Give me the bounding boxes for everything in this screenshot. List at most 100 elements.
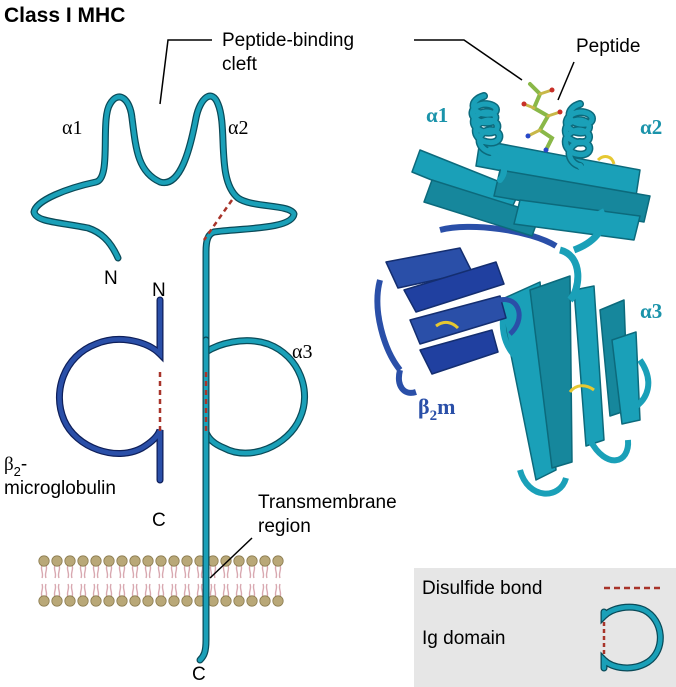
lipid-head [64,595,76,607]
transmembrane-label-line1: Transmembrane [258,492,397,513]
lipid-tail [200,583,204,598]
lipid-head [246,555,258,567]
lipid-tail [57,583,61,598]
lipid-head [38,555,50,567]
lipid-tail [135,583,139,598]
lipid-tail [200,564,204,579]
lipid-tail [170,583,174,598]
lipid-head [90,595,102,607]
lipid-tail [79,564,83,579]
structure-alpha1-label: α1 [426,103,448,127]
heavy-chain-schematic [30,92,309,664]
legend: Disulfide bond Ig domain [414,568,676,687]
lipid-bilayer [38,555,284,607]
cleft-leader-line [159,39,212,105]
lipid-tail [222,583,226,598]
lipid-tail [148,564,152,579]
lipid-tail [248,583,252,598]
lipid-tail [144,583,148,598]
structure-b2m-label: β2m [418,394,455,424]
transmembrane-leader-line [209,537,253,579]
lipid-tail [170,564,174,579]
lipid-tail [44,564,48,579]
lipid-tail [239,583,243,598]
lipid-head [142,555,154,567]
lipid-head [272,555,284,567]
lipid-tail [57,564,61,579]
lipid-head [155,595,167,607]
lipid-head [51,555,63,567]
structure-alpha2-label: α2 [640,115,662,139]
b2m-n-terminus: N [152,280,166,301]
lipid-tail [66,564,70,579]
ribbon-alpha2-helix [561,100,623,182]
lipid-head [51,595,63,607]
lipid-tail [183,564,187,579]
lipid-tail [83,583,87,598]
lipid-head [168,555,180,567]
lipid-head [259,555,271,567]
lipid-tail [161,564,165,579]
lipid-tail [40,583,44,598]
lipid-tail [235,564,239,579]
ribbon-platform-beta-sheet [411,139,651,254]
lipid-head [272,595,284,607]
figure-title: Class I MHC [4,4,125,27]
peptide-label: Peptide [576,36,640,57]
lipid-tail [252,564,256,579]
cleft-right-leader-line [414,39,523,81]
lipid-head [155,555,167,567]
lipid-tail [135,564,139,579]
lipid-tail [53,564,57,579]
lipid-tail [183,583,187,598]
lipid-head [181,595,193,607]
lipid-tail [261,583,265,598]
lipid-tail [213,564,217,579]
lipid-tail [265,583,269,598]
b2m-c-terminus: C [152,510,166,531]
lipid-head [116,595,128,607]
lipid-head [129,555,141,567]
lipid-tail [131,583,135,598]
lipid-tail [118,564,122,579]
lipid-tail [252,583,256,598]
lipid-head [220,595,232,607]
lipid-tail [235,583,239,598]
lipid-head [77,555,89,567]
ribbon-peptide [521,82,563,153]
structure-alpha3-label: α3 [640,299,662,323]
cleft-label-line1: Peptide-binding [222,30,354,51]
ribbon-alpha1-helix [468,92,508,183]
lipid-tail [144,564,148,579]
lipid-tail [278,564,282,579]
lipid-head [103,595,115,607]
lipid-tail [161,583,165,598]
lipid-head [77,595,89,607]
lipid-tail [83,564,87,579]
lipid-tail [209,583,213,598]
ribbon-alpha3-domain [499,246,652,497]
lipid-tail [105,583,109,598]
lipid-tail [274,564,278,579]
transmembrane-label-line2: region [258,516,311,537]
lipid-tail [213,583,217,598]
heavy-chain-n-terminus: N [104,268,118,289]
schematic-alpha2-label: α2 [228,117,248,139]
b2m-schematic [55,296,164,484]
lipid-head [116,555,128,567]
lipid-tail [40,564,44,579]
lipid-tail [222,564,226,579]
b2m-label-line1: β2- [4,454,27,479]
lipid-tail [109,564,113,579]
lipid-tail [44,583,48,598]
lipid-head [233,555,245,567]
lipid-head [129,595,141,607]
ribbon-b2m-domain [374,223,558,396]
legend-disulfide-label: Disulfide bond [422,578,542,599]
lipid-tail [196,583,200,598]
lipid-tail [261,564,265,579]
heavy-chain-c-terminus: C [192,664,206,685]
lipid-tail [174,583,178,598]
lipid-tail [157,564,161,579]
lipid-head [142,595,154,607]
